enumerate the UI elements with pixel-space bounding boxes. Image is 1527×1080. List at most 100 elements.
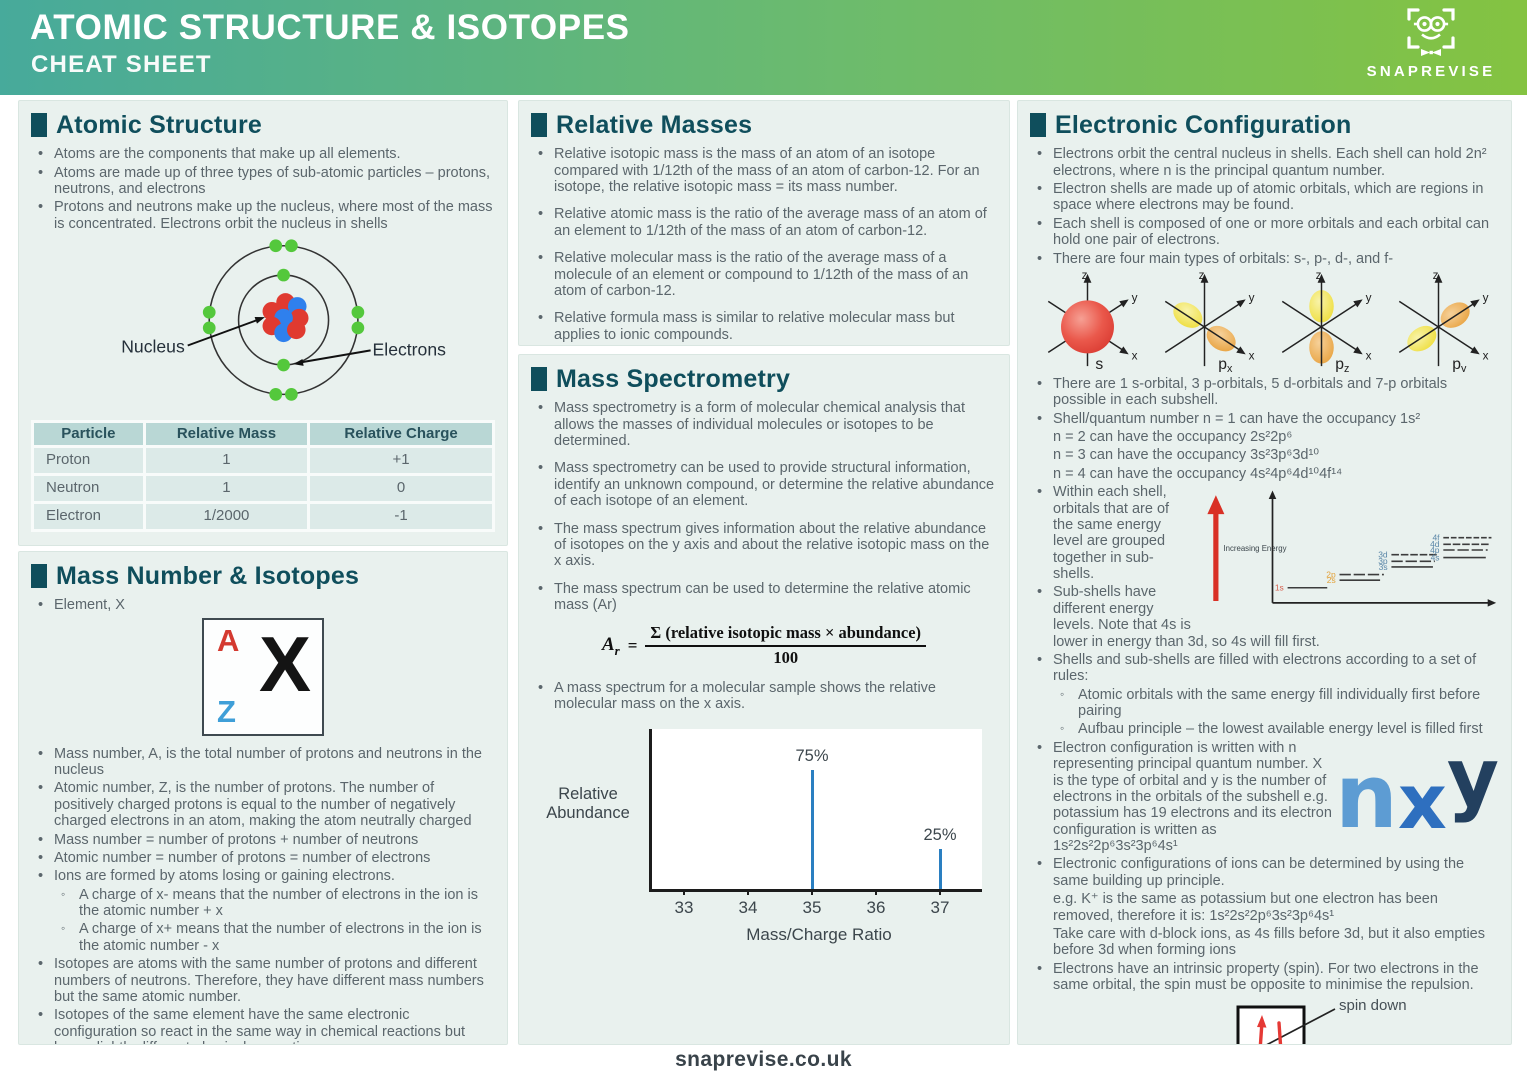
bullet-item: Atomic number, Z, is the number of proto…	[31, 780, 495, 829]
element-symbol-figure: A Z X	[202, 617, 324, 736]
table-cell: 1	[145, 476, 308, 502]
bullet-continuation: Take care with d-block ions, as 4s fills…	[1053, 925, 1485, 959]
section-mass-number-isotopes: Mass Number & Isotopes Element, X A Z X …	[18, 551, 508, 1045]
orbital-diagrams: z y x s z y x px	[1030, 270, 1499, 372]
peak-value-label: 25%	[923, 825, 957, 844]
svg-text:y: y	[1132, 291, 1138, 304]
x-tick-label: 35	[802, 898, 822, 918]
sub-bullet-item: A charge of x- means that the number of …	[54, 887, 495, 920]
section-title: Electronic Configuration	[1055, 111, 1352, 139]
bullet-item: Each shell is composed of one or more or…	[1030, 216, 1499, 249]
bullet-item: Shells and sub-shells are filled with el…	[1030, 652, 1499, 685]
section-electronic-configuration: Electronic Configuration Electrons orbit…	[1017, 100, 1512, 1045]
bullet-item: Atoms are made up of three types of sub-…	[31, 165, 495, 198]
svg-text:x: x	[1366, 349, 1372, 362]
formula-denominator: 100	[773, 648, 799, 668]
formula-equals: =	[627, 636, 638, 656]
heading-square-icon	[31, 113, 47, 138]
bullet-item: Mass spectrometry can be used to provide…	[531, 460, 997, 509]
bullet-item: Relative atomic mass is the ratio of the…	[531, 206, 997, 239]
bullet-item: Mass number, A, is the total number of p…	[31, 746, 495, 779]
heading-square-icon	[531, 367, 547, 392]
table-header: Relative Mass	[145, 422, 308, 446]
sub-bullet-item: Atomic orbitals with the same energy fil…	[1053, 687, 1499, 720]
spin-diagram-svg	[1236, 1005, 1336, 1044]
x-tick-label: 36	[866, 898, 886, 918]
atom-diagram: Nucleus Electrons	[31, 234, 495, 416]
bullet-item: Relative isotopic mass is the mass of an…	[531, 146, 997, 195]
element-symbol: X	[258, 619, 311, 708]
table-row: Electron 1/2000 -1	[34, 504, 492, 530]
section-heading: Atomic Structure	[31, 111, 495, 139]
formula-numerator: Σ (relative isotopic mass × abundance)	[645, 624, 927, 648]
bullet-item: Mass number = number of protons + number…	[31, 832, 495, 849]
formula-lhs: Ar	[601, 633, 620, 658]
bullet-item: The mass spectrum gives information abou…	[531, 521, 997, 570]
section-title: Mass Spectrometry	[556, 365, 791, 393]
s-orbital-diagram: z y x s	[1047, 270, 1138, 372]
table-cell: 1/2000	[145, 504, 308, 530]
heading-square-icon	[531, 113, 547, 138]
atomic-number-symbol: Z	[217, 693, 236, 729]
table-row: Proton 1 +1	[34, 448, 492, 474]
svg-text:z: z	[1199, 270, 1205, 282]
bullet-item: Atoms are the components that make up al…	[31, 146, 495, 163]
svg-text:y: y	[1483, 291, 1489, 304]
bullet-item: Electrons orbit the central nucleus in s…	[1030, 146, 1499, 179]
section-heading: Mass Spectrometry	[531, 365, 997, 393]
electrons	[202, 239, 365, 401]
table-cell: Neutron	[34, 476, 143, 502]
page-title: ATOMIC STRUCTURE & ISOTOPES	[30, 8, 630, 47]
table-header: Relative Charge	[310, 422, 492, 446]
bullet-item: Shell/quantum number n = 1 can have the …	[1030, 411, 1499, 428]
y-axis-label: Relative Abundance	[546, 785, 630, 823]
occupancy-line: n = 2 can have the occupancy 2s²2p⁶	[1053, 429, 1293, 445]
section-title: Atomic Structure	[56, 111, 263, 139]
bullet-item: Electron shells are made up of atomic or…	[1030, 181, 1499, 214]
svg-text:x: x	[1249, 349, 1255, 362]
peak-value-label: 75%	[795, 746, 829, 765]
px-orbital-diagram: z y x px	[1164, 270, 1255, 372]
page-subtitle: CHEAT SHEET	[31, 51, 212, 78]
table-header-row: Particle Relative Mass Relative Charge	[34, 422, 492, 446]
spectrum-peak	[810, 770, 814, 890]
x-tick-label: 33	[674, 898, 694, 918]
x-tick-mark	[939, 889, 941, 896]
svg-text:x: x	[1132, 349, 1138, 362]
bullet-item: Relative molecular mass is the ratio of …	[531, 250, 997, 299]
bullet-item: Electronic configurations of ions can be…	[1030, 856, 1499, 889]
bullet-item: Within each shell, orbitals that are of …	[1030, 484, 1499, 582]
pz-orbital-diagram: z y x pz	[1281, 270, 1372, 372]
table-cell: -1	[310, 504, 492, 530]
orbital-label: py	[1452, 356, 1467, 372]
snaprevise-face-icon	[1407, 8, 1455, 56]
brand-name: SNAPREVISE	[1366, 63, 1496, 81]
x-axis-label: Mass/Charge Ratio	[746, 925, 892, 945]
bullet-item: A mass spectrum for a molecular sample s…	[531, 680, 997, 713]
orbital-label: pz	[1335, 356, 1349, 372]
x-tick-mark	[811, 889, 813, 896]
section-title: Mass Number & Isotopes	[56, 562, 360, 590]
section-atomic-structure: Atomic Structure Atoms are the component…	[18, 100, 508, 546]
heading-square-icon	[31, 564, 47, 589]
bullet-item: There are 1 s-orbital, 3 p-orbitals, 5 d…	[1030, 376, 1499, 409]
table-header: Particle	[34, 422, 143, 446]
table-row: Neutron 1 0	[34, 476, 492, 502]
particle-table: Particle Relative Mass Relative Charge P…	[31, 419, 495, 533]
svg-text:y: y	[1249, 291, 1255, 304]
x-tick-mark	[683, 889, 685, 896]
bullet-item: Sub-shells have different energy levels.…	[1030, 584, 1499, 650]
x-tick-label: 34	[738, 898, 758, 918]
heading-square-icon	[1030, 113, 1046, 138]
brand-logo: SNAPREVISE	[1351, 5, 1511, 81]
spectrum-peak	[938, 849, 942, 890]
section-title: Relative Masses	[556, 111, 753, 139]
bullet-item: Electrons have an intrinsic property (sp…	[1030, 961, 1499, 994]
nucleus-cluster	[262, 293, 309, 343]
bullet-item: The mass spectrum can be used to determi…	[531, 581, 997, 614]
sub-bullet-item: A charge of x+ means that the number of …	[54, 921, 495, 954]
orbital-label: s	[1095, 356, 1103, 372]
section-mass-spectrometry: Mass Spectrometry Mass spectrometry is a…	[518, 354, 1010, 1045]
section-relative-masses: Relative Masses Relative isotopic mass i…	[518, 100, 1010, 346]
